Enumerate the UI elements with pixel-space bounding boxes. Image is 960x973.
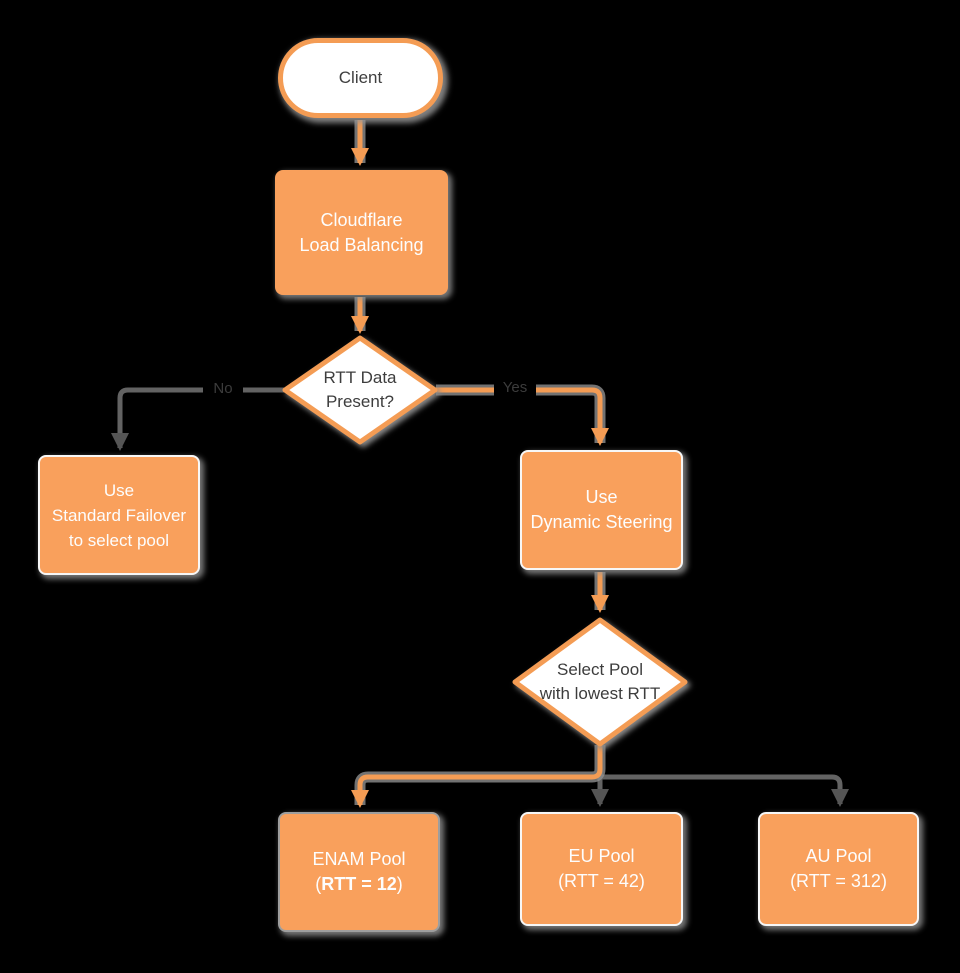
node-client-label: Client (338, 68, 383, 87)
node-failover-line2: Standard Failover (51, 505, 187, 525)
enam-rtt-bold: RTT = 12 (321, 874, 397, 894)
node-enam-line2: (RTT = 12) (315, 874, 403, 894)
node-au-pool: AU Pool (RTT = 312) (758, 812, 919, 926)
node-selectpool-line1: Select Pool (556, 660, 643, 679)
decision-diamond-shape (512, 617, 688, 747)
node-select-pool-decision: Select Pool with lowest RTT (512, 617, 688, 747)
node-selectpool-line2: with lowest RTT (539, 684, 661, 703)
node-eu-pool: EU Pool (RTT = 42) (520, 812, 683, 926)
node-failover-line3: to select pool (68, 530, 170, 550)
decision-diamond-shape (282, 335, 438, 445)
node-cloudflare-line2: Load Balancing (299, 234, 424, 255)
edge-selectpool-to-au (600, 774, 849, 807)
node-dynamic-line2: Dynamic Steering (530, 512, 673, 532)
node-rtt-decision-line1: RTT Data (323, 368, 397, 387)
node-cloudflare-load-balancing: Cloudflare Load Balancing (275, 170, 448, 295)
node-enam-pool: ENAM Pool (RTT = 12) (278, 812, 440, 932)
node-dynamic-steering: Use Dynamic Steering (520, 450, 683, 570)
node-rtt-data-present-decision: RTT Data Present? (282, 335, 438, 445)
node-cloudflare-line1: Cloudflare (320, 209, 403, 230)
node-standard-failover: Use Standard Failover to select pool (38, 455, 200, 575)
edge-decision-to-failover (111, 387, 284, 451)
edge-label-yes: Yes (494, 377, 536, 398)
node-rtt-decision-line2: Present? (325, 392, 395, 411)
node-enam-line1: ENAM Pool (312, 849, 406, 869)
node-client: Client (278, 38, 443, 118)
node-au-line2: (RTT = 312) (790, 871, 887, 891)
edge-selectpool-to-enam (351, 745, 603, 808)
node-eu-line1: EU Pool (568, 846, 635, 866)
node-failover-line1: Use (103, 480, 135, 500)
edge-decision-to-dynamic (436, 387, 609, 446)
node-au-line1: AU Pool (805, 846, 872, 866)
edge-label-no: No (203, 378, 243, 399)
node-eu-line2: (RTT = 42) (558, 871, 645, 891)
node-dynamic-line1: Use (585, 487, 618, 507)
